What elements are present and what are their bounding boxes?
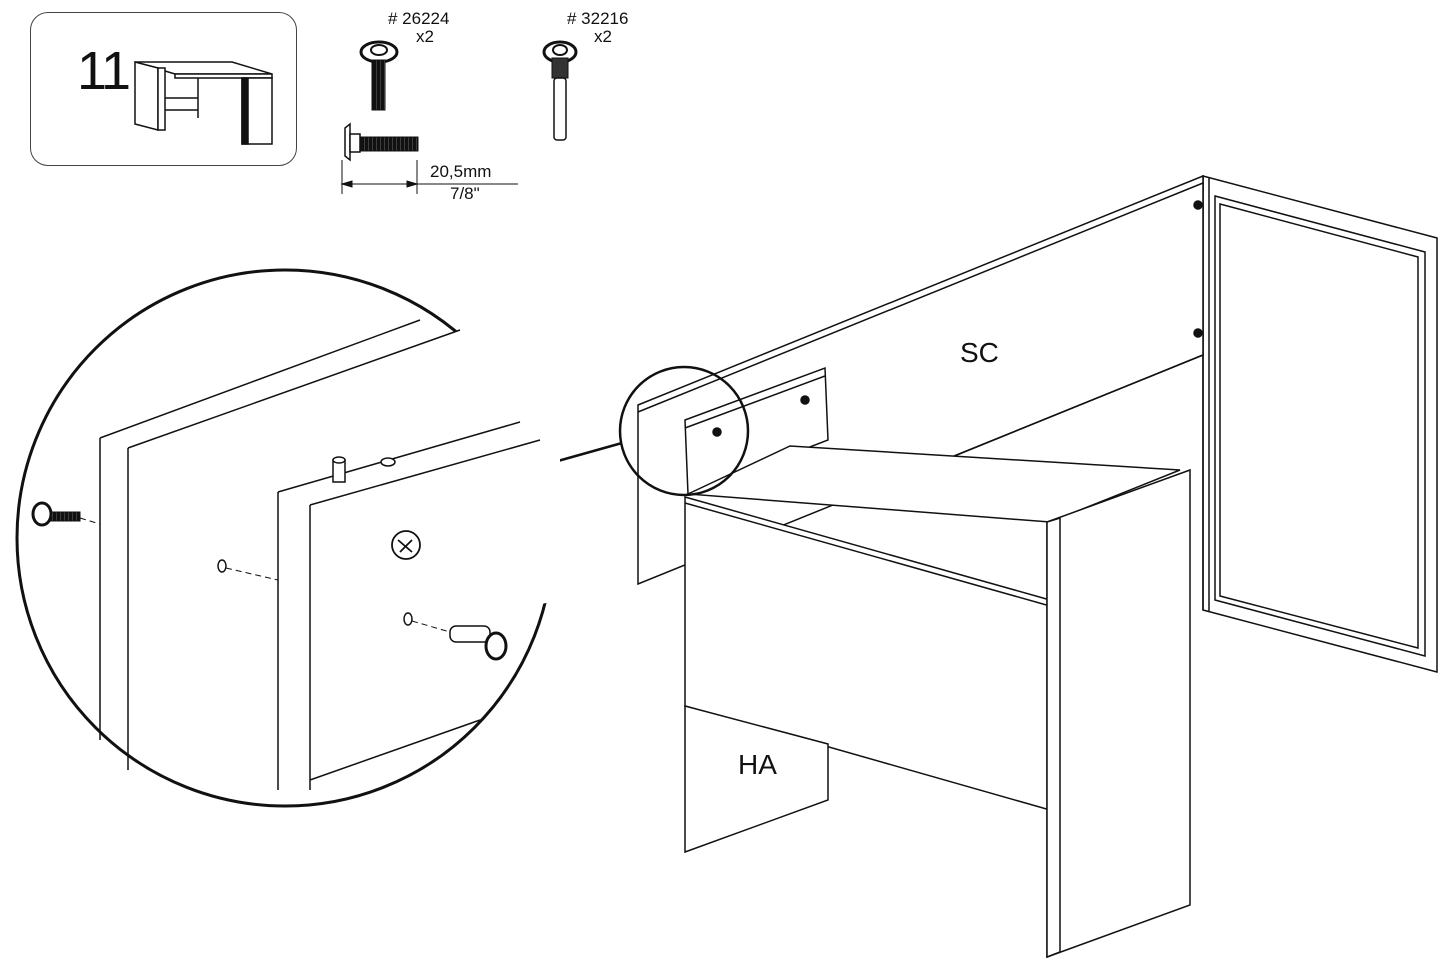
dimension-metric: 20,5mm [430, 162, 492, 181]
cam-bolt-icon [542, 40, 578, 141]
panel-label-sc: SC [960, 337, 999, 368]
desk-top [685, 445, 1181, 523]
dimension-line [340, 160, 518, 194]
right-leg-panel [1046, 468, 1191, 959]
magnified-detail [15, 268, 560, 808]
desk-thumbnail [134, 61, 273, 145]
panel-label-ha: HA [738, 749, 777, 780]
part-qty-26224: x2 [416, 27, 434, 46]
inner-panel [684, 366, 829, 496]
part-code-26224: # 26224 [388, 9, 450, 28]
screw-side-view-icon [344, 122, 419, 162]
step-number: 11 [77, 41, 131, 101]
dimension-imperial: 7/8" [450, 184, 480, 203]
side-panel-ha [684, 705, 829, 854]
right-frame-panel [1202, 175, 1438, 673]
part-code-32216: # 32216 [567, 9, 629, 28]
mushroom-screw-icon [359, 40, 399, 111]
part-qty-32216: x2 [594, 27, 612, 46]
